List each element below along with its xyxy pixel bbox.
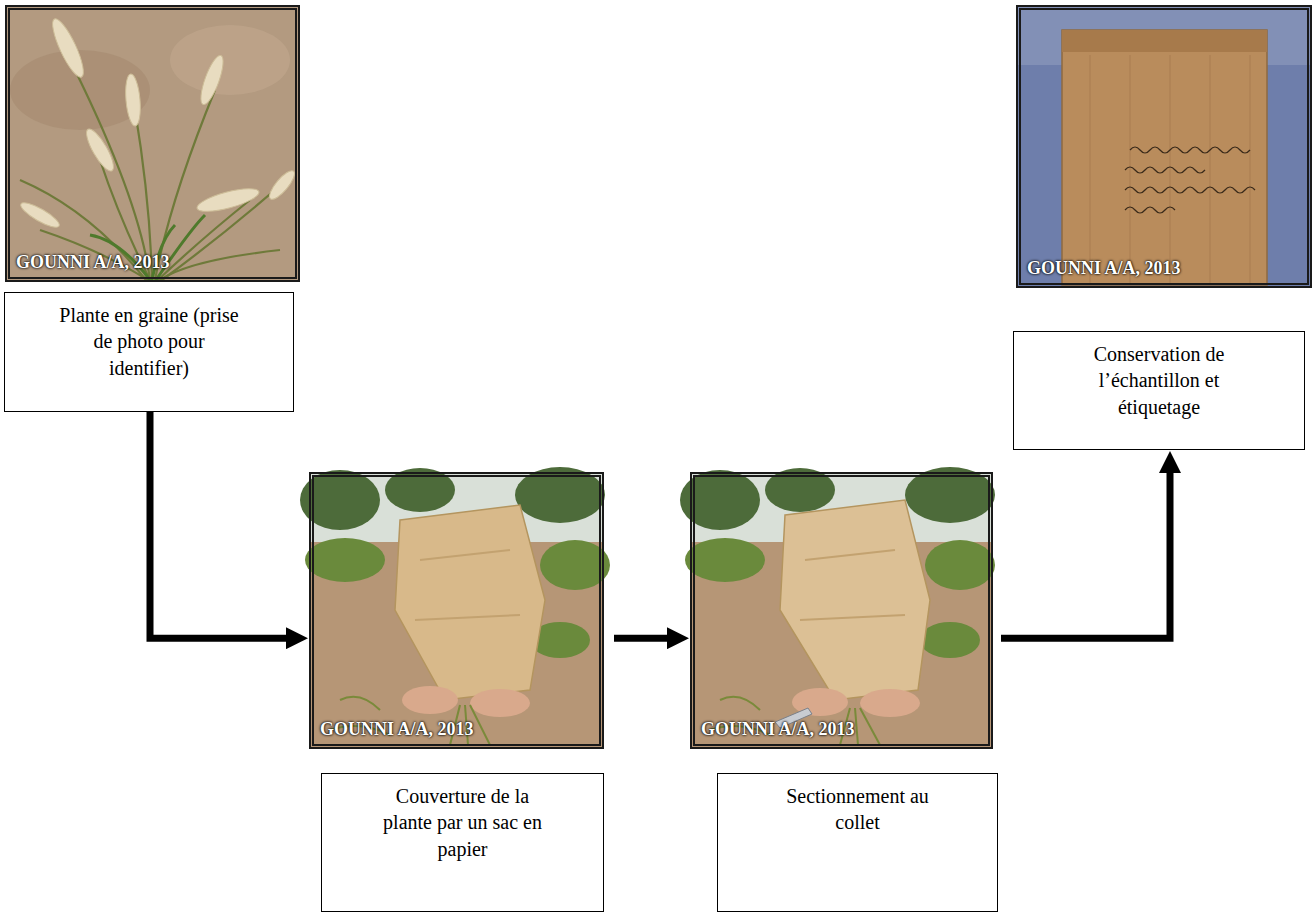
bag-creases: [415, 550, 520, 620]
photo-credit: GOUNNI A/A, 2013: [701, 719, 855, 740]
photo-credit: GOUNNI A/A, 2013: [320, 719, 474, 740]
photo-sample-bag: [1016, 5, 1312, 288]
ground: [5, 5, 300, 282]
step-caption: Sectionnement au collet: [766, 783, 949, 836]
background: [1016, 5, 1312, 288]
caption-box: Conservation de l’échantillon et étiquet…: [1013, 331, 1305, 450]
paper-bag: [395, 505, 545, 700]
caption-box: Sectionnement au collet: [717, 773, 998, 912]
paper-envelope: [1062, 30, 1267, 285]
hand: [860, 689, 920, 717]
seed-heads: [18, 16, 298, 232]
step-caption: Conservation de l’échantillon et étiquet…: [1062, 341, 1256, 420]
handwriting-scribbles: [1125, 147, 1255, 213]
hand: [470, 689, 530, 717]
flow-arrow: [150, 412, 297, 638]
photo-credit: GOUNNI A/A, 2013: [16, 252, 170, 273]
flow-arrow: [1001, 462, 1170, 638]
hand: [402, 686, 458, 714]
bag-creases: [800, 550, 905, 620]
grass-blades: [20, 60, 292, 280]
photo-frame: GOUNNI A/A, 2013: [1016, 5, 1312, 288]
step-caption: Plante en graine (prise de photo pour id…: [53, 302, 245, 381]
photo-frame: GOUNNI A/A, 2013: [309, 472, 604, 749]
photo-plant: [5, 5, 300, 282]
photo-frame: GOUNNI A/A, 2013: [5, 5, 300, 282]
flow-arrow: [614, 635, 678, 642]
photo-frame: GOUNNI A/A, 2013: [690, 472, 993, 749]
step-caption: Couverture de la plante par un sac en pa…: [370, 783, 555, 862]
photo-cutting: [680, 467, 995, 749]
envelope-fold: [1062, 30, 1267, 52]
paper-ribs: [1090, 55, 1250, 283]
paper-bag: [780, 500, 930, 700]
photo-credit: GOUNNI A/A, 2013: [1027, 258, 1181, 279]
ground-patch: [170, 25, 290, 95]
caption-box: Couverture de la plante par un sac en pa…: [321, 773, 604, 912]
caption-box: Plante en graine (prise de photo pour id…: [4, 292, 294, 412]
photo-covering: [300, 467, 610, 749]
